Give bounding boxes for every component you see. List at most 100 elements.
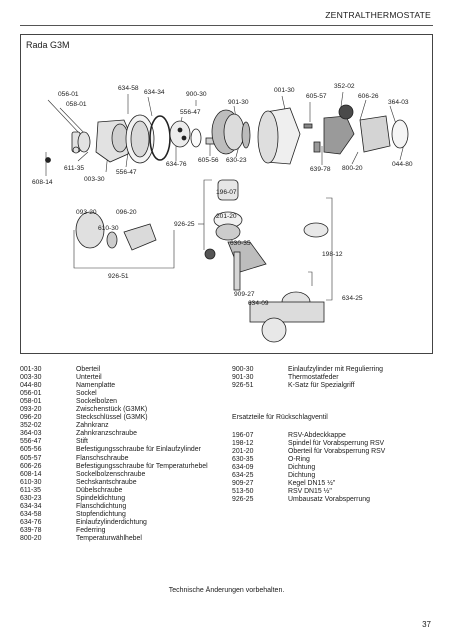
part-name: Zahnkranz [76,422,109,430]
callout-800-20: 800-20 [342,165,363,172]
callout-610-30: 610-30 [98,225,119,232]
part-code: 556-47 [20,438,42,446]
part-row: 634-09 Dichtung [232,464,385,472]
part-code: 605-56 [20,446,42,454]
callout-634-09: 634-09 [248,300,269,307]
part-name: Sechskantschraube [76,478,137,486]
callout-634-58: 634-58 [118,85,139,92]
part-code: 056-01 [20,390,42,398]
part-row: 201-20 Oberteil für Vorabsperrung RSV [232,448,385,456]
callout-056-01: 056-01 [58,91,79,98]
part-name: Stift [76,438,88,446]
part-name: Sockelbolzenschraube [76,470,146,478]
callout-001-30: 001-30 [274,87,295,94]
part-name: Befestigungsschraube für Temperaturhebel [76,462,208,470]
part-code: 634-25 [232,472,254,480]
part-row: 198-12 Spindel für Vorabsperrung RSV [232,440,385,448]
part-name: Spindel für Vorabsperrung RSV [288,440,385,448]
callout-201-20: 201-20 [216,213,237,220]
part-code: 605-57 [20,454,42,462]
part-row: 196-07 RSV-Abdeckkappe [232,432,385,440]
part-code: 926-51 [232,382,254,390]
part-code: 352-02 [20,422,42,430]
part-name: Federring [76,526,106,534]
callout-605-56: 605-56 [198,157,219,164]
part-name: Oberteil [76,366,101,373]
part-name: Kegel DN15 ½" [288,480,336,488]
part-code: 634-34 [20,502,42,510]
part-code: 003-30 [20,374,42,382]
header-rule [20,25,433,26]
part-code: 610-30 [20,478,42,486]
part-row: 605-57 Flanschschraube [20,455,208,463]
part-code: 606-26 [20,462,42,470]
part-row: 606-26 Befestigungsschraube für Temperatu… [20,463,208,471]
part-name: Flanschschraube [76,454,129,462]
part-name: Zahnkranzschraube [76,430,137,438]
part-row: 352-02 Zahnkranz [20,422,208,430]
callout-352-02: 352-02 [334,83,355,90]
part-code: 201-20 [232,448,254,456]
callout-196-07: 196-07 [216,189,237,196]
part-name: Umbausatz Vorabsperrung [288,496,370,504]
callout-630-23: 630-23 [226,157,247,164]
callout-634-76: 634-76 [166,161,187,168]
part-name: RSV-Abdeckkappe [288,432,346,439]
callout-630-35: 630-35 [230,240,251,247]
callout-634-25: 634-25 [342,295,363,302]
part-row: 909-27 Kegel DN15 ½" [232,480,385,488]
part-name: Dichtung [288,464,316,472]
part-name: Steckschlüssel (G3MK) [76,414,148,422]
part-code: 909-27 [232,480,254,488]
part-code: 634-76 [20,518,42,526]
part-name: Temperaturwählhebel [76,534,142,542]
part-row: 634-34 Flanschdichtung [20,503,208,511]
part-code: 800-20 [20,534,42,542]
callout-198-12: 198-12 [322,251,343,258]
callout-556-47-top: 556-47 [180,109,201,116]
part-code: 044-80 [20,382,42,390]
callout-003-30: 003-30 [84,176,105,183]
part-name: Oberteil für Vorabsperrung RSV [288,448,386,456]
callout-606-26: 606-26 [358,93,379,100]
callout-608-14: 608-14 [32,179,53,186]
part-row: 364-03 Zahnkranzschraube [20,430,208,438]
callout-044-80: 044-80 [392,161,413,168]
part-code: 198-12 [232,440,254,448]
part-code: 058-01 [20,398,42,406]
part-code: 364-03 [20,430,42,438]
part-name: Stopfendichtung [76,510,126,518]
part-code: 611-35 [20,486,41,494]
part-code: 630-35 [232,456,254,464]
callout-634-34: 634-34 [144,89,165,96]
part-row: 634-25 Dichtung [232,472,385,480]
part-code: 196-07 [232,432,254,439]
part-name: Flanschdichtung [76,502,127,510]
callout-900-30: 900-30 [186,91,207,98]
figure-title: Rada G3M [26,40,70,50]
part-code: 634-09 [232,464,254,472]
exploded-parts-diagram: 056-01 058-01 634-58 634-34 900-30 556-4… [32,83,413,343]
part-code: 513-50 [232,488,254,496]
callout-605-57: 605-57 [306,93,327,100]
part-name: Einlaufzylinder mit Regulierring [288,366,383,373]
part-name: Dichtung [288,472,316,480]
